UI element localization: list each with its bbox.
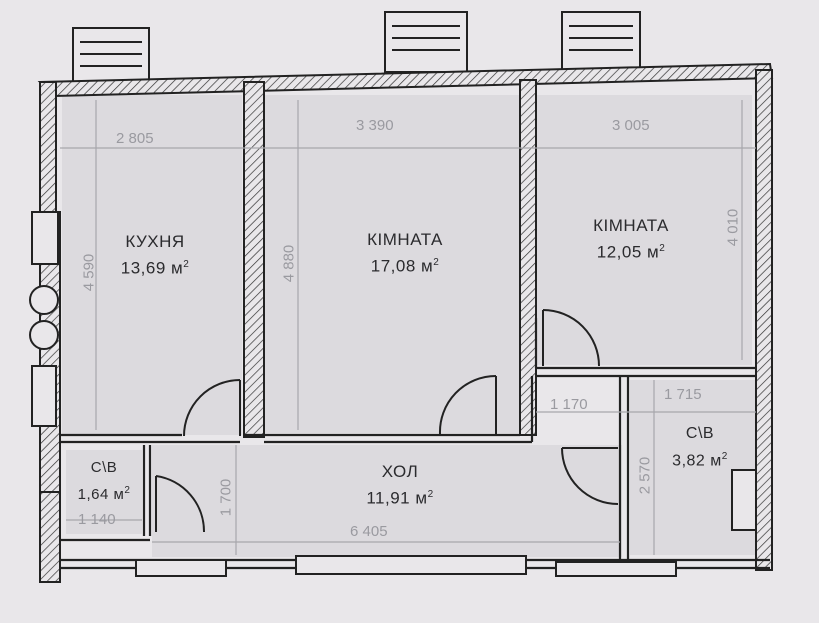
room-name-bath-large: С\В (685, 425, 715, 442)
room-name-room2: КІМНАТА (593, 216, 669, 235)
windows-top (72, 11, 641, 89)
room-label-bath-large: С\В 3,82 м2 (648, 422, 752, 472)
dim-room2-height: 4 010 (724, 208, 742, 247)
dim-hall-width: 6 405 (350, 523, 388, 540)
room-area-kitchen: 13,69 м2 (120, 258, 190, 278)
dim-kitchen-width: 2 805 (116, 130, 154, 147)
room-area-hall: 11,91 м2 (366, 488, 434, 508)
exterior-walls (37, 62, 774, 583)
room-name-bath-small: С\В (90, 459, 118, 476)
dim-room1-height: 4 880 (280, 244, 298, 283)
dim-room1-width: 3 390 (356, 117, 394, 134)
room-name-kitchen: КУХНЯ (125, 232, 185, 251)
room-label-kitchen: КУХНЯ 13,69 м2 (100, 230, 210, 280)
room-label-bath-small: С\В 1,64 м2 (66, 456, 142, 506)
room-area-room1: 17,08 м2 (370, 256, 440, 276)
room-label-room1: КІМНАТА 17,08 м2 (330, 228, 480, 278)
room-fills (62, 95, 755, 557)
dim-bath-large-height: 2 570 (636, 456, 654, 495)
wall-fixtures (29, 211, 757, 577)
doors (155, 309, 619, 533)
measurement-lines (60, 100, 756, 555)
dim-room2-width: 3 005 (612, 117, 650, 134)
room-label-room2: КІМНАТА 12,05 м2 (556, 214, 706, 264)
room-area-bath-large: 3,82 м2 (672, 451, 728, 470)
room-label-hall: ХОЛ 11,91 м2 (340, 460, 460, 510)
room-area-bath-small: 1,64 м2 (77, 485, 131, 503)
dim-kitchen-height: 4 590 (80, 253, 98, 292)
dim-bath-large-width: 1 715 (664, 386, 702, 403)
room-name-room1: КІМНАТА (367, 230, 443, 249)
dim-bath-small-width: 1 140 (78, 511, 116, 528)
room-area-room2: 12,05 м2 (596, 242, 666, 262)
dim-corridor-width: 1 170 (550, 396, 588, 413)
room-name-hall: ХОЛ (381, 462, 419, 481)
dim-hall-height: 1 700 (217, 478, 235, 517)
